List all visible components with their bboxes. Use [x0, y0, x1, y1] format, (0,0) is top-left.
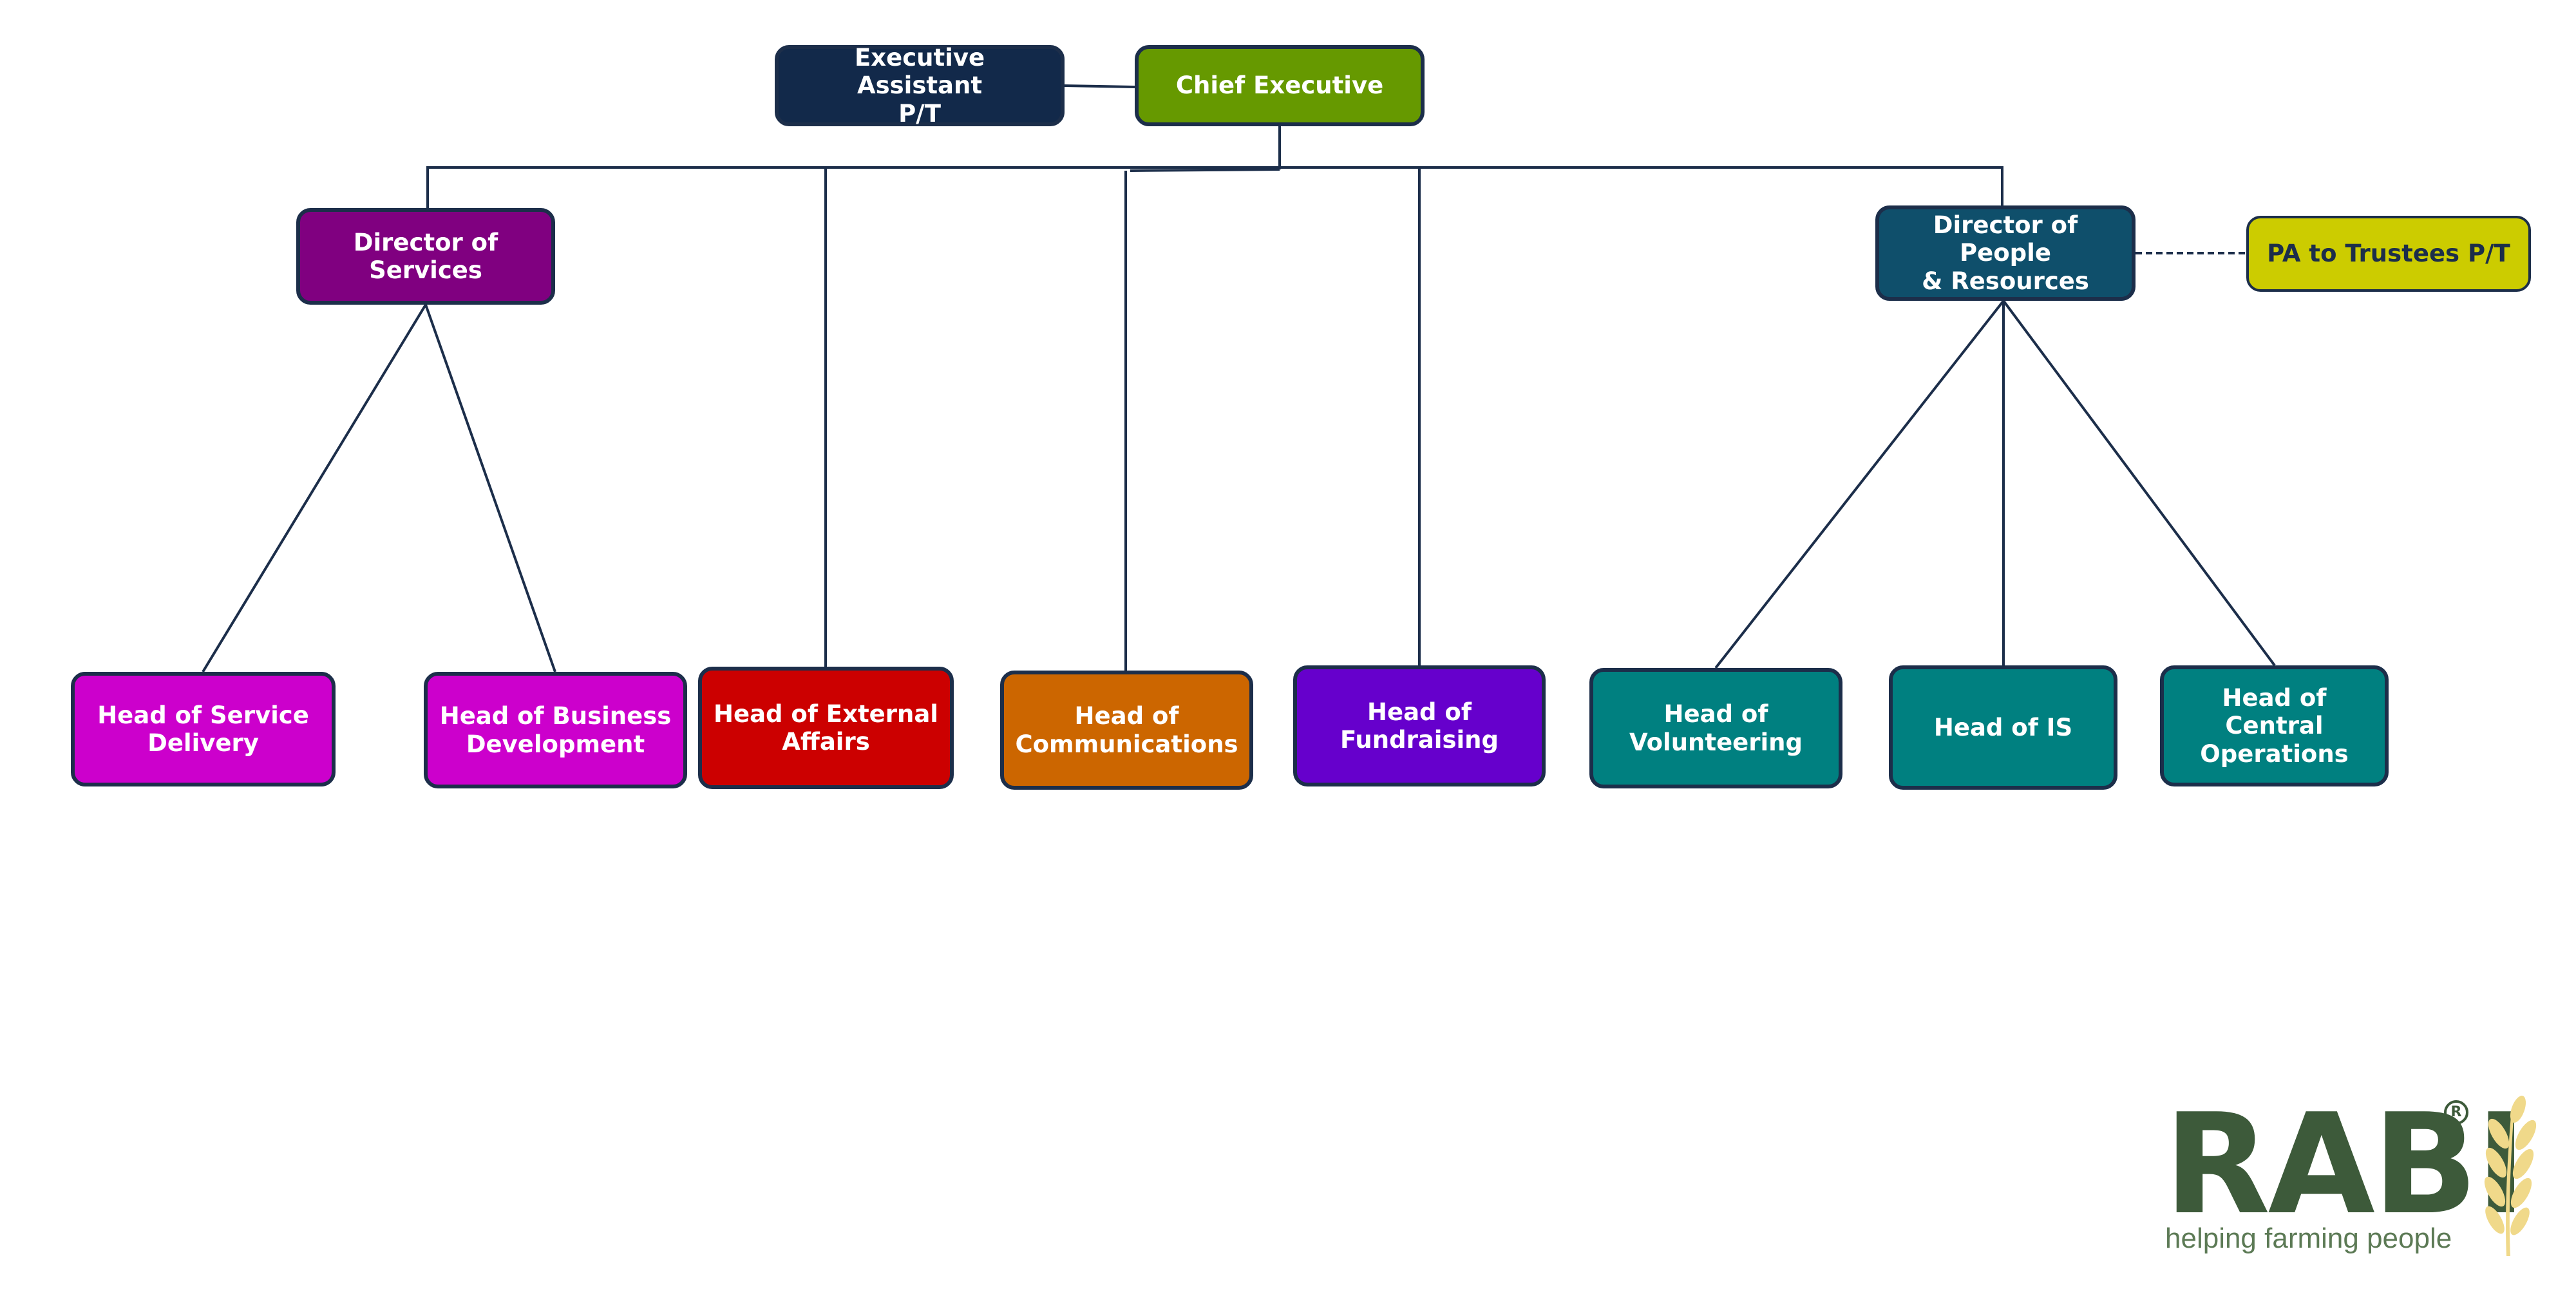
- node-director-of-people-resources: Director of People & Resources: [1875, 205, 2136, 301]
- connector-dpr-volunteering: [1714, 300, 2005, 669]
- wheat-icon: [2484, 1096, 2537, 1256]
- node-director-of-services: Director of Services: [296, 208, 555, 305]
- node-head-of-volunteering: Head of Volunteering: [1589, 668, 1842, 788]
- node-executive-assistant: Executive Assistant P/T: [775, 44, 1065, 128]
- connector-dos-service-delivery: [202, 303, 427, 673]
- node-head-of-fundraising: Head of Fundraising: [1293, 665, 1546, 786]
- rabi-logo: RABI R helping farming people: [2151, 1095, 2563, 1263]
- connector-ea-ce: [1064, 84, 1135, 88]
- node-head-of-service-delivery: Head of Service Delivery: [71, 672, 336, 786]
- node-head-of-communications: Head of Communications: [1000, 671, 1253, 790]
- node-head-of-business-development: Head of Business Development: [424, 672, 687, 788]
- node-pa-to-trustees: PA to Trustees P/T: [2246, 216, 2531, 292]
- registered-mark-icon: R: [2444, 1100, 2468, 1125]
- node-chief-executive: Chief Executive: [1135, 45, 1425, 126]
- connector-dos-business-dev: [424, 304, 556, 672]
- connector-ce-link: [1130, 168, 1280, 172]
- node-head-of-external-affairs: Head of External Affairs: [698, 667, 954, 789]
- logo-tagline: helping farming people: [2165, 1223, 2452, 1254]
- logo-wordmark: RABI: [2164, 1083, 2527, 1245]
- connector-ce-to-directors: [426, 166, 2003, 208]
- node-head-of-is: Head of IS: [1889, 665, 2117, 790]
- node-head-of-central-operations: Head of Central Operations: [2160, 665, 2389, 786]
- connector-dpr-central-ops: [2002, 300, 2276, 667]
